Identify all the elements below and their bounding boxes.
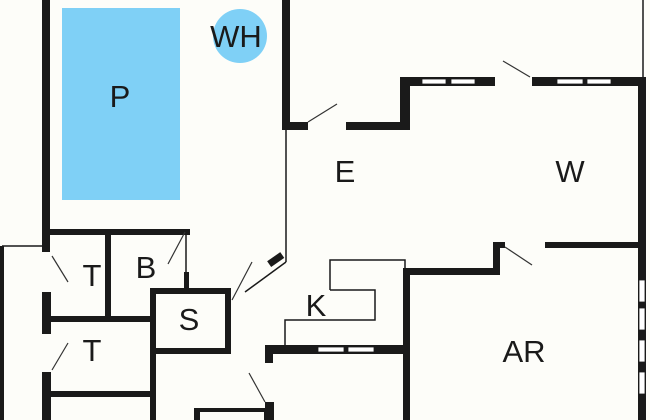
room-label-toilet-upper: T — [83, 258, 102, 293]
room-label-kitchen: K — [306, 288, 327, 323]
pool — [62, 8, 180, 200]
room-label-sauna: S — [179, 302, 200, 337]
room-label-w: W — [555, 154, 585, 189]
doors — [51, 60, 533, 403]
kitchen-counter — [284, 259, 406, 345]
pool-area — [62, 8, 267, 200]
whirlpool — [213, 9, 267, 63]
room-label-entrance: E — [335, 154, 356, 189]
room-label-pool: P — [110, 79, 131, 114]
room-label-bathroom: B — [136, 250, 157, 285]
room-labels: P WH E W T B S T K AR — [83, 19, 586, 369]
room-label-toilet-lower: T — [83, 333, 102, 368]
room-label-whirlpool: WH — [210, 19, 262, 54]
room-label-activity-room: AR — [502, 334, 545, 369]
